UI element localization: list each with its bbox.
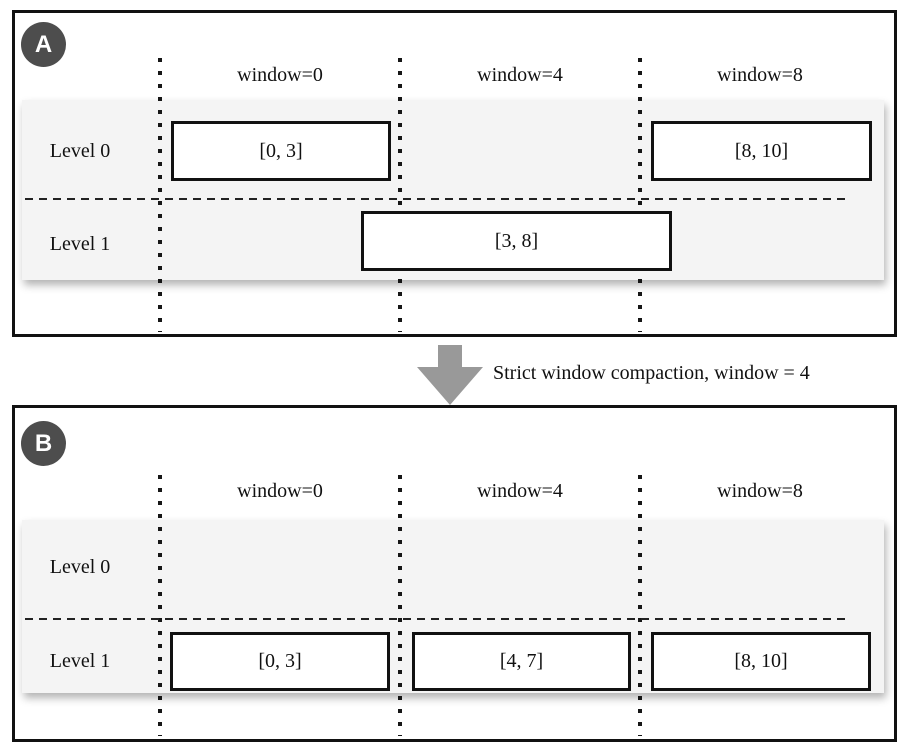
panel-a-window-boundary-line-8 xyxy=(638,58,642,332)
panel-a-window-0-label: window=0 xyxy=(237,64,323,86)
panel-a-window-4-label: window=4 xyxy=(477,64,563,86)
compaction-caption: Strict window compaction, window = 4 xyxy=(493,362,810,384)
sstable-range: [4, 7] xyxy=(499,650,544,672)
panel-a: A window=0 window=4 window=8 Level 0 Lev… xyxy=(12,10,897,337)
down-arrow-icon-head xyxy=(417,367,483,405)
panel-b-window-4-label: window=4 xyxy=(477,480,563,502)
sstable-box: [8, 10] xyxy=(651,632,871,691)
panel-a-badge: A xyxy=(21,22,66,67)
panel-b-window-boundary-line-8 xyxy=(638,475,642,736)
sstable-range: [0, 3] xyxy=(258,650,302,672)
panel-b-level-0-label: Level 0 xyxy=(49,556,111,578)
sstable-box: [0, 3] xyxy=(170,632,390,691)
sstable-range: [8, 10] xyxy=(734,139,789,162)
panel-b: B window=0 window=4 window=8 Level 0 Lev… xyxy=(12,405,897,742)
panel-b-window-8-label: window=8 xyxy=(717,480,803,502)
panel-b-level-1-label: Level 1 xyxy=(49,650,111,672)
panel-b-window-boundary-line-4 xyxy=(398,475,402,736)
panel-a-level-divider-line xyxy=(25,198,850,200)
panel-b-window-0-label: window=0 xyxy=(237,480,323,502)
sstable-range: [0, 3] xyxy=(259,139,303,162)
panel-a-window-8-label: window=8 xyxy=(717,64,803,86)
panel-a-level-0-label: Level 0 xyxy=(49,140,111,162)
sstable-box: [4, 7] xyxy=(412,632,631,691)
panel-a-badge-letter: A xyxy=(34,30,53,58)
sstable-range: [8, 10] xyxy=(734,650,788,672)
sstable-box: [8, 10] xyxy=(651,121,872,181)
panel-b-window-boundary-line-0 xyxy=(158,475,162,736)
down-arrow-icon xyxy=(438,345,462,368)
sstable-range: [3, 8] xyxy=(494,229,539,252)
panel-b-badge-letter: B xyxy=(34,429,53,457)
sstable-box: [3, 8] xyxy=(361,211,672,271)
panel-a-window-boundary-line-0 xyxy=(158,58,162,332)
panel-b-badge: B xyxy=(21,421,66,466)
panel-a-level-1-label: Level 1 xyxy=(49,233,111,255)
panel-b-level-divider-line xyxy=(25,618,850,620)
panel-a-window-boundary-line-4 xyxy=(398,58,402,332)
sstable-box: [0, 3] xyxy=(171,121,391,181)
